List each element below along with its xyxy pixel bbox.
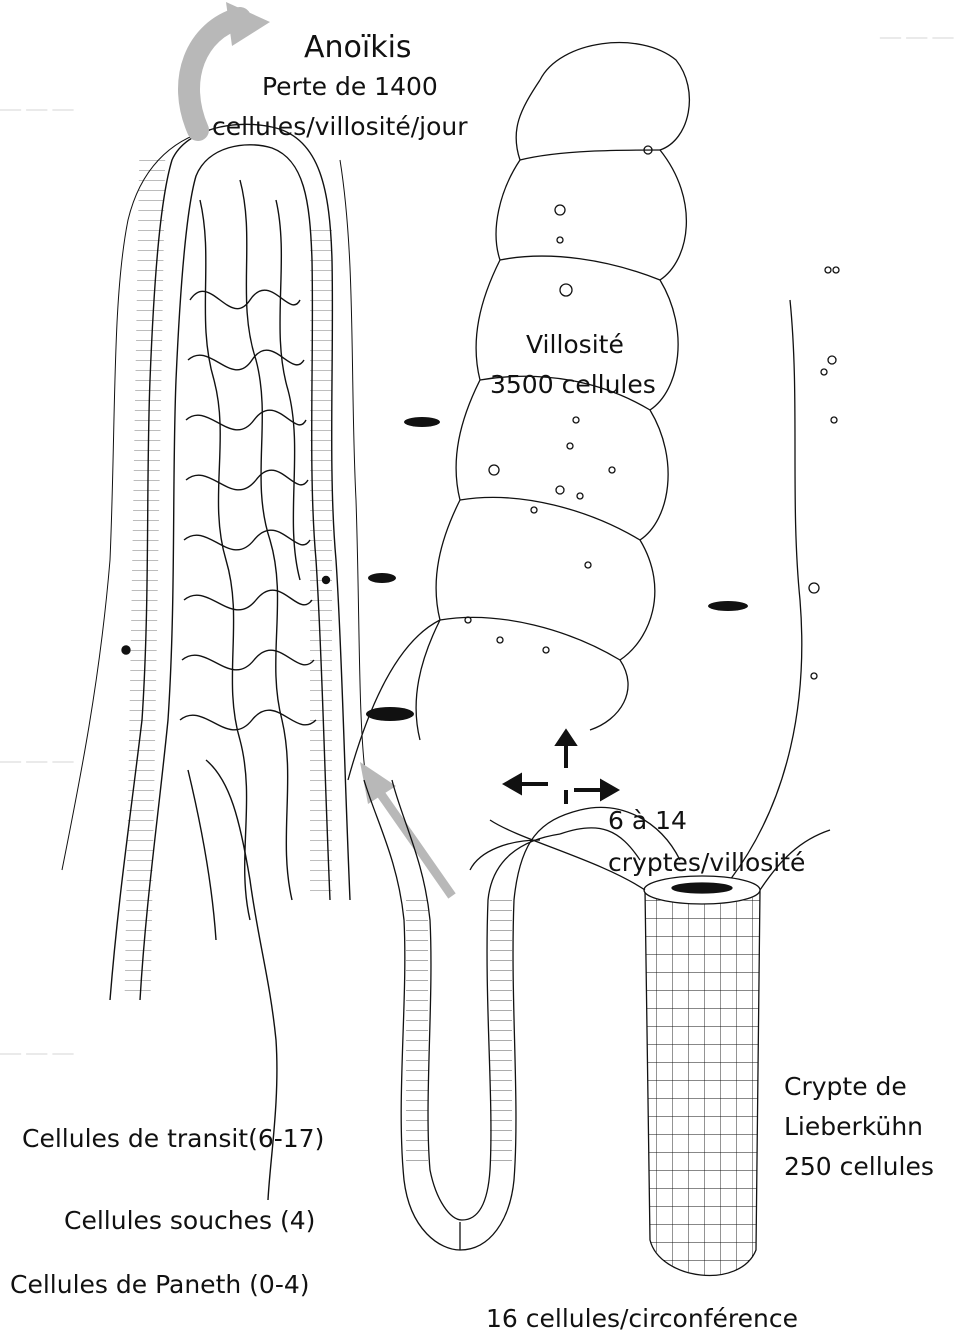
- cryptes-per-villus-label: cryptes/villosité: [608, 848, 805, 877]
- circumference-label: 16 cellules/circonférence: [486, 1304, 798, 1333]
- transit-cells-label: Cellules de transit(6-17): [22, 1124, 324, 1153]
- anoikis-rate-label: cellules/villosité/jour: [212, 112, 468, 141]
- crypt-title-line1: Crypte de: [784, 1072, 907, 1101]
- paneth-cells-label: Cellules de Paneth (0-4): [10, 1270, 310, 1299]
- crypt-cell-count: 250 cellules: [784, 1152, 934, 1181]
- villus-label: Villosité: [526, 330, 624, 359]
- stem-cells-label: Cellules souches (4): [64, 1206, 315, 1235]
- anoikis-curved-arrow: [189, 2, 270, 130]
- anoikis-loss-label: Perte de 1400: [262, 72, 438, 101]
- crypt-title-line2: Lieberkühn: [784, 1112, 923, 1141]
- crypt-cylinder: [490, 820, 830, 1275]
- villus-surface-view: [348, 43, 839, 880]
- anoikis-title: Anoïkis: [304, 30, 412, 65]
- ink-smudges: [366, 417, 748, 721]
- cryptes-count-label: 6 à 14: [608, 806, 687, 835]
- villus-cross-section: [62, 124, 366, 1200]
- migration-arrow: [360, 762, 452, 896]
- villus-cell-count: 3500 cellules: [490, 370, 656, 399]
- cross-arrows: [506, 732, 616, 804]
